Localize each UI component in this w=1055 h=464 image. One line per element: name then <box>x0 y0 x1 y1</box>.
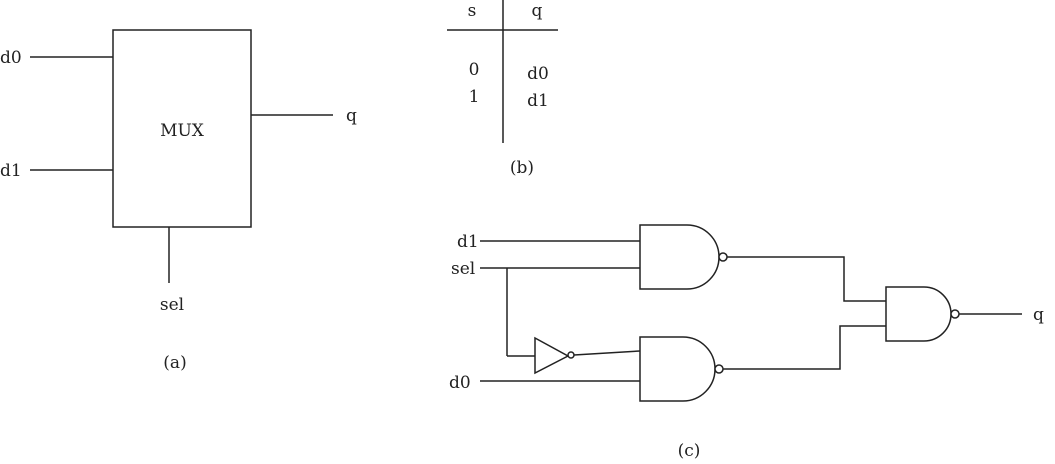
mux-input-d0-label: d0 <box>0 48 22 68</box>
truth-table-row-1-q: d0 <box>527 64 549 84</box>
nand-gate-top <box>639 224 720 290</box>
truth-table-row-1-s: 0 <box>469 60 480 80</box>
mux-box <box>112 29 252 228</box>
nand-gate-output <box>885 286 952 342</box>
caption-a: (a) <box>163 353 186 373</box>
panel-b: s q 0 d0 1 d1 (b) <box>447 0 558 178</box>
gate-input-d1-label: d1 <box>457 232 479 252</box>
nand-gate-top-bubble <box>718 252 728 262</box>
truth-table-row-2-q: d1 <box>527 91 549 111</box>
wire-not-to-nand2 <box>573 350 641 356</box>
mux-box-label: MUX <box>160 121 205 141</box>
wire-nand-bottom-to-out <box>723 325 886 370</box>
panel-c: d1 sel d0 q (c) <box>449 224 1044 461</box>
truth-table-row-2-s: 1 <box>469 87 480 107</box>
not-gate <box>534 336 570 375</box>
mux-select-label: sel <box>160 295 184 315</box>
truth-table-header-s: s <box>468 1 477 21</box>
gate-input-sel-label: sel <box>451 259 475 279</box>
gate-input-d0-label: d0 <box>449 373 471 393</box>
mux-output-q-label: q <box>346 106 357 126</box>
not-gate-bubble <box>567 351 575 359</box>
nand-gate-bottom <box>639 336 716 402</box>
nand-gate-output-bubble <box>950 309 960 319</box>
gate-output-q-label: q <box>1033 305 1044 325</box>
mux-input-d1-label: d1 <box>0 161 22 181</box>
caption-c: (c) <box>678 441 701 461</box>
nand-gate-bottom-bubble <box>714 364 724 374</box>
panel-a: MUX d0 d1 q sel (a) <box>0 29 357 373</box>
caption-b: (b) <box>510 158 534 178</box>
truth-table-header-q: q <box>532 1 543 21</box>
wire-nand-top-to-out <box>727 256 886 302</box>
